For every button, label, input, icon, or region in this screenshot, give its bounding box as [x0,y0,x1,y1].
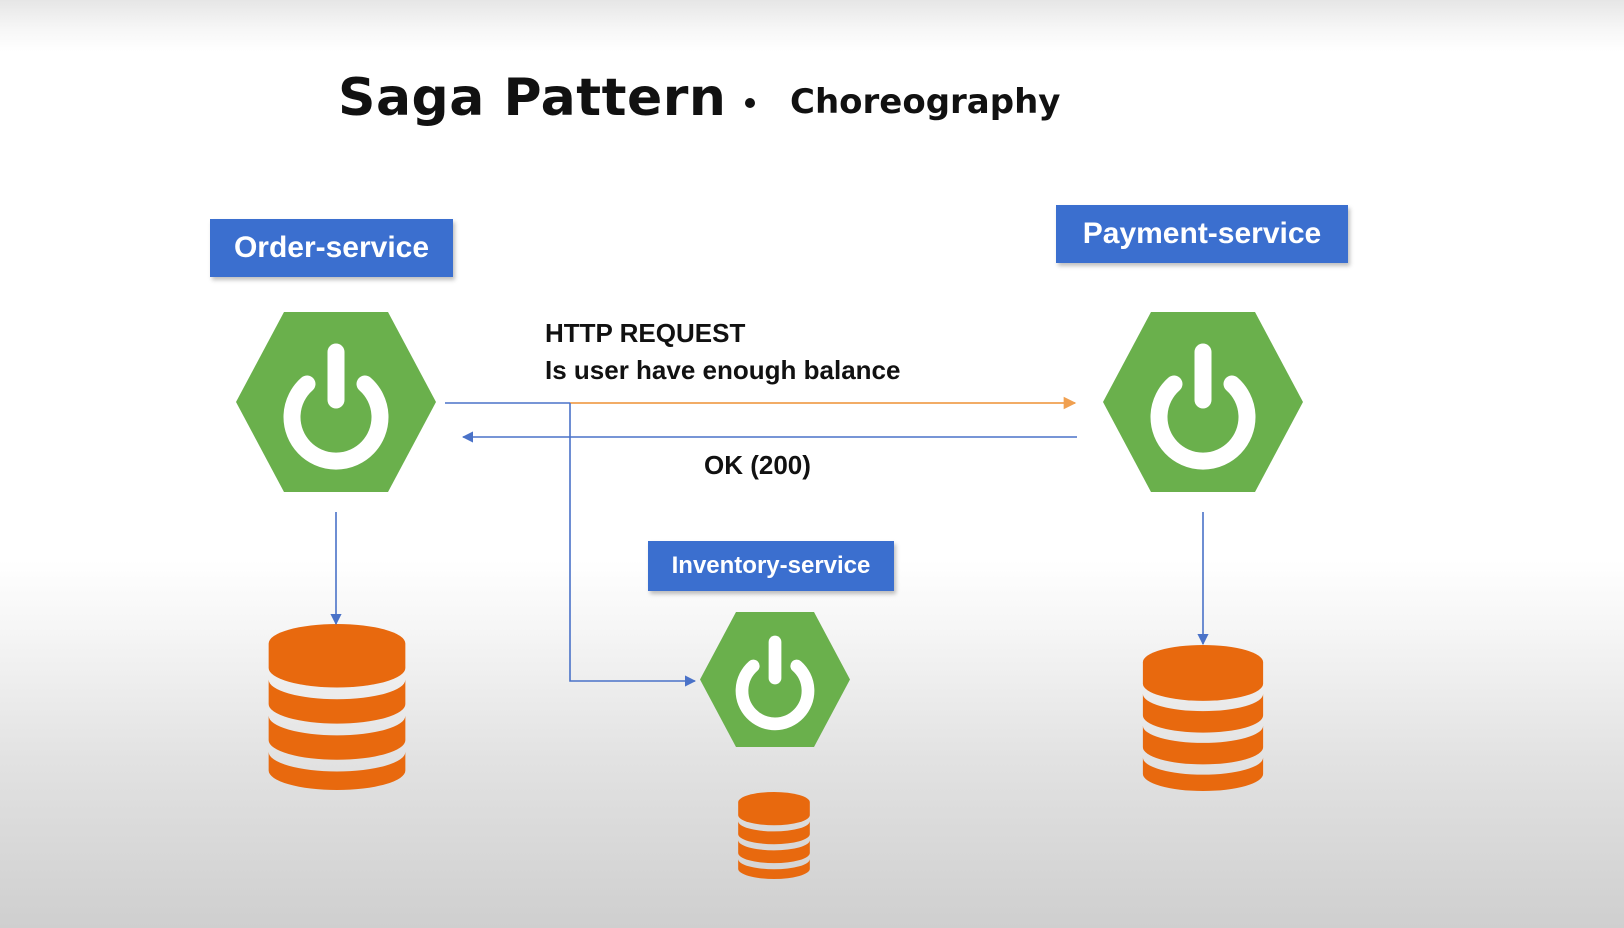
payment-service-power-icon [1103,312,1303,492]
inventory-service-power-icon [700,612,850,747]
payment-service-label: Payment-service [1056,205,1348,263]
inventory-database-icon [738,792,810,879]
ok-response-label: OK (200) [704,450,811,480]
http-request-label: HTTP REQUEST [545,318,746,348]
order-service-power-icon [236,312,436,492]
diagram-title: Saga Pattern [338,68,727,128]
diagram-subtitle: Choreography [790,82,1061,122]
order-database-icon [268,624,406,790]
balance-question-label: Is user have enough balance [545,355,901,385]
title-bullet [745,98,755,108]
payment-database-icon [1142,645,1264,791]
inventory-connector-arrow [569,403,697,687]
order-service-label: Order-service [210,219,453,277]
inventory-service-label: Inventory-service [648,541,894,591]
